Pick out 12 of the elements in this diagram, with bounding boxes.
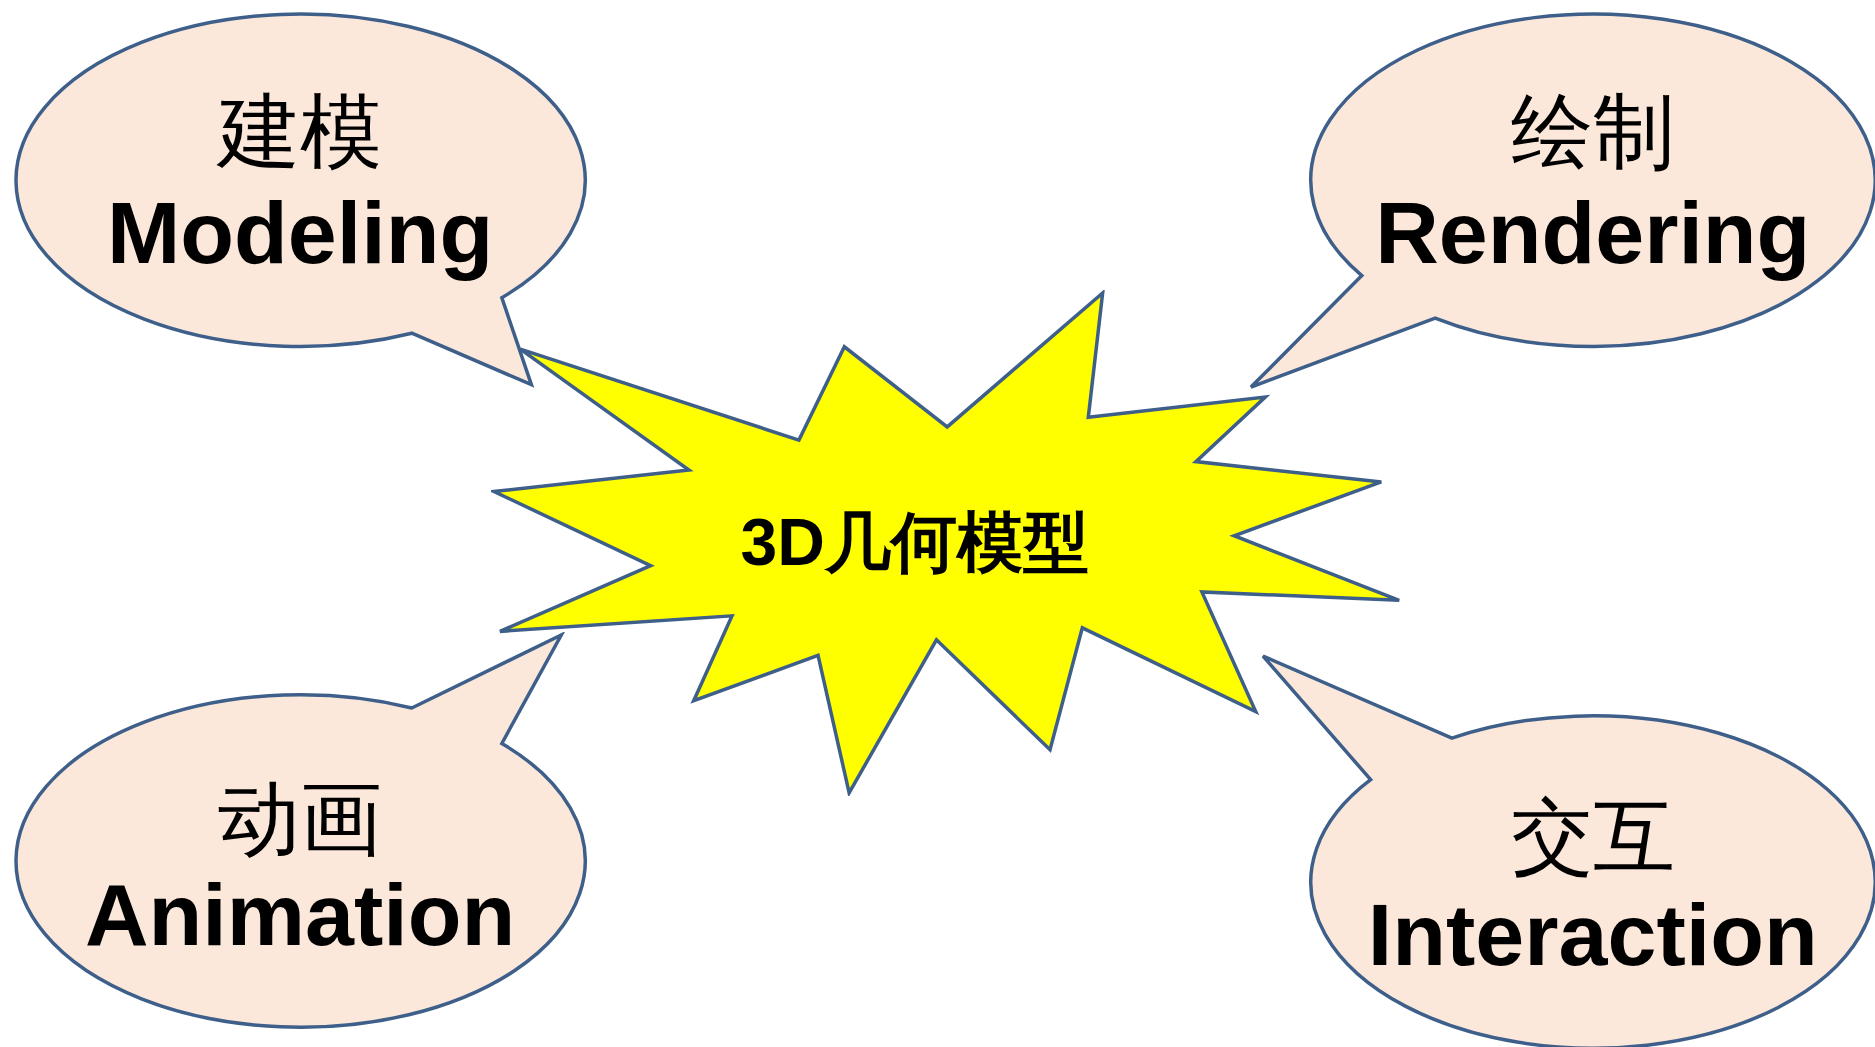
starburst xyxy=(490,289,1403,796)
label-text: 动画 xyxy=(218,778,383,861)
speech-bubble xyxy=(1259,653,1875,1047)
label-text: 建模 xyxy=(218,90,383,173)
label-text: 3D几何模型 xyxy=(740,508,1089,575)
speech-bubble xyxy=(12,11,588,389)
speech-bubble xyxy=(1247,11,1875,391)
label-text: Animation xyxy=(85,870,516,959)
speech-bubble xyxy=(12,631,588,1031)
label-text: 绘制 xyxy=(1510,90,1675,173)
label-text: 交互 xyxy=(1510,796,1675,879)
label-text: Interaction xyxy=(1367,891,1818,980)
